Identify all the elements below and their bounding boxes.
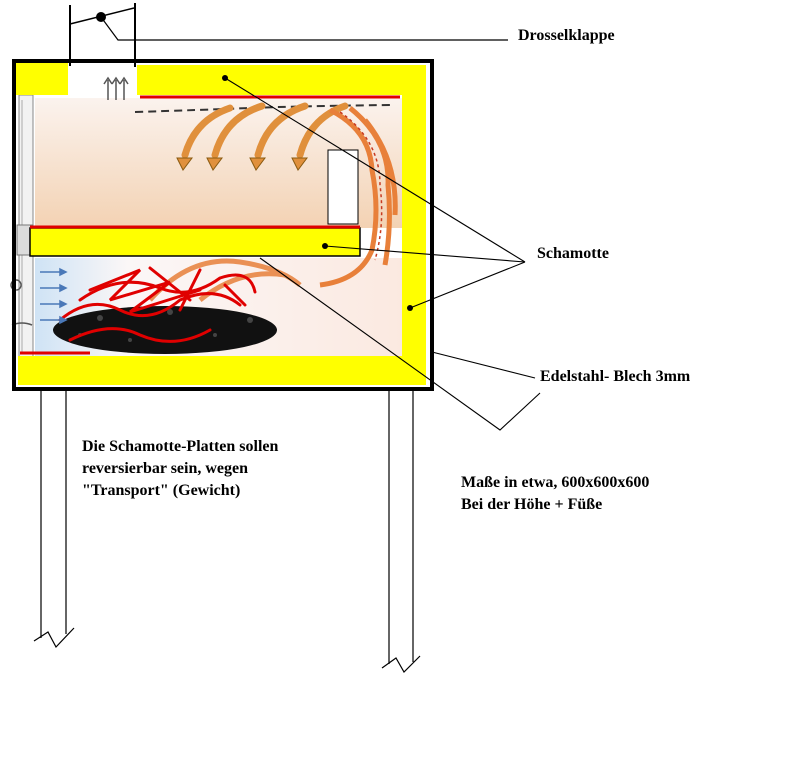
damper-valve [69, 7, 508, 41]
flue-baffle [327, 149, 359, 225]
steel-shell [12, 59, 434, 391]
chimney-pipe [69, 3, 136, 67]
oven-legs [33, 390, 421, 673]
fuel-bed [53, 306, 277, 354]
note-dimensions: Maße in etwa, 600x600x600 Bei der Höhe +… [461, 472, 649, 516]
note-firebrick-plates: Die Schamotte-Platten sollen reversierba… [82, 436, 278, 502]
leader-lines [224, 77, 541, 431]
label-steel-sheet: Edelstahl- Blech 3mm [540, 368, 691, 385]
flame-column-inner [339, 111, 383, 261]
note-line: Die Schamotte-Platten sollen [82, 438, 279, 455]
exhaust-arrows [103, 76, 129, 100]
label-firebrick: Schamotte [537, 245, 609, 262]
heat-arrows [181, 102, 349, 159]
note-line: "Transport" (Gewicht) [82, 482, 241, 499]
note-line: reversierbar sein, wegen [82, 460, 249, 477]
note-line: Maße in etwa, 600x600x600 [461, 474, 650, 491]
leader-dots [222, 75, 413, 311]
red-scribble [58, 266, 257, 343]
note-line: Bei der Höhe + Füße [461, 496, 603, 513]
heating-strips [20, 95, 400, 355]
heat-arrow-tips [176, 157, 308, 171]
air-inlet-arrows [40, 267, 68, 325]
label-damper: Drosselklappe [518, 27, 615, 44]
flame-column [319, 106, 398, 288]
air-flow-dashed [134, 104, 391, 113]
